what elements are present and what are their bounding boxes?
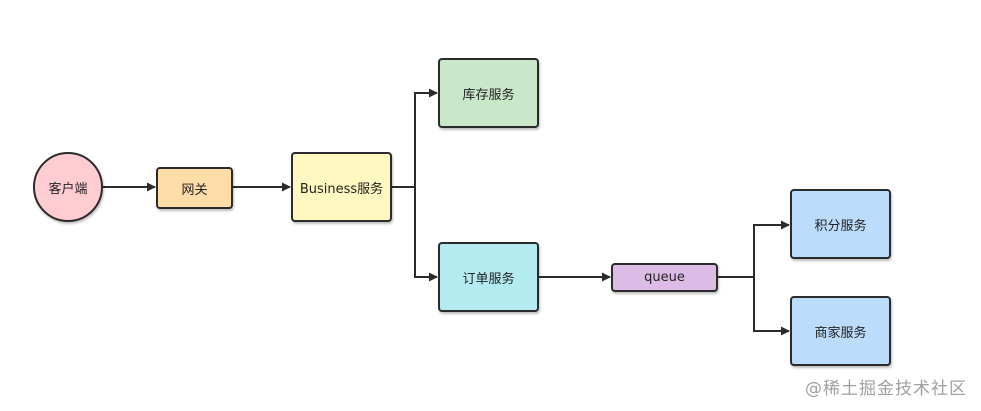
order-service-label: 订单服务 [462,271,515,287]
edge-business-order [414,187,438,282]
queue-node: queue [611,263,718,292]
business-service-node: Business服务 [291,152,392,222]
points-service-label: 积分服务 [814,218,867,234]
client-label: 客户端 [48,181,88,197]
edge-business-inventory [414,88,438,187]
merchant-service-node: 商家服务 [790,296,891,366]
order-service-node: 订单服务 [438,242,539,312]
gateway-node: 网关 [156,167,233,209]
watermark: @稀土掘金技术社区 [805,379,967,399]
business-service-label: Business服务 [299,181,384,197]
merchant-service-label: 商家服务 [814,325,867,341]
gateway-label: 网关 [181,182,208,198]
inventory-service-label: 库存服务 [462,87,515,103]
edge-queue-points [753,220,790,277]
inventory-service-node: 库存服务 [438,58,539,128]
edge-queue-merchant [753,277,790,336]
queue-label: queue [644,270,685,285]
client-node: 客户端 [33,152,103,222]
points-service-node: 积分服务 [790,189,891,259]
